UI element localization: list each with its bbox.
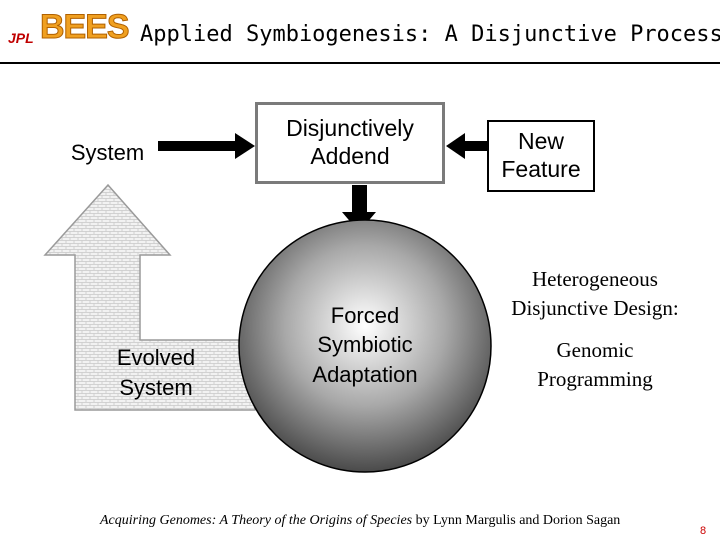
bees-logo: BEES [40,8,131,47]
feedback-arrow [43,183,256,411]
citation: Acquiring Genomes: A Theory of the Origi… [100,513,620,529]
genomic-label: Genomic Programming [537,338,653,392]
adaptation-sphere [238,219,492,473]
book-authors: by Lynn Margulis and Dorion Sagan [412,513,621,528]
feature-line1: New [517,128,564,155]
addend-box: Disjunctively Addend [255,102,445,184]
design-label: Heterogeneous Disjunctive Design: [511,267,679,321]
feature-line2: Feature [501,156,581,182]
feature-box: New Feature [487,120,595,192]
addend-line1: Disjunctively [286,115,414,142]
addend-line2: Addend [310,143,390,169]
page-title: Applied Symbiogenesis: A Disjunctive Pro… [140,22,720,47]
book-title: Acquiring Genomes: A Theory of the Origi… [100,513,413,528]
evolved-system-label: Evolved System [116,345,196,400]
system-label: System [70,140,145,165]
sphere-label: Forced Symbiotic Adaptation [312,303,418,387]
title-rule [0,62,720,64]
page-number: 8 [700,525,707,537]
jpl-logo: JPL [8,30,34,46]
arrow-feature-to-addend-icon [446,133,487,159]
arrow-system-to-addend-icon [158,133,255,159]
